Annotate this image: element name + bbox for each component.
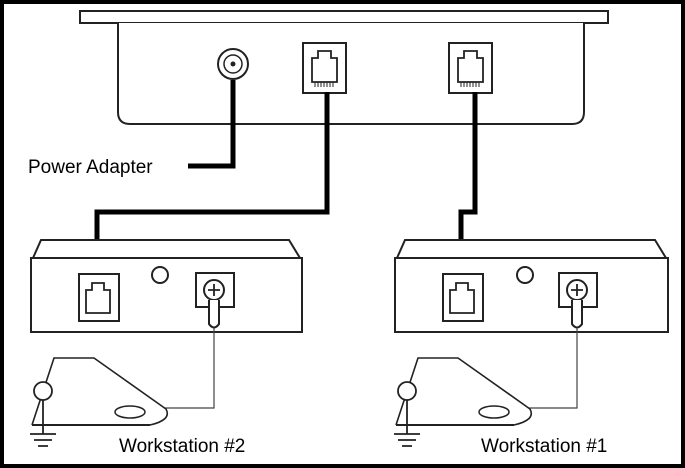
- workstation-2-ground-terminal: [195, 272, 235, 329]
- hub-port-right: [448, 42, 493, 94]
- hub-port-left: [302, 42, 347, 94]
- workstation-1-mat: [395, 357, 533, 426]
- workstation-1-ground-terminal: [558, 272, 598, 329]
- hub-body: [117, 23, 585, 125]
- workstation-2-port: [78, 273, 120, 322]
- workstation-2-ground-symbol: [30, 381, 56, 447]
- workstation-1-module: [394, 239, 669, 333]
- power-jack: [217, 48, 249, 80]
- power-cable: [188, 80, 236, 169]
- workstation-2-ground-wire: [150, 328, 215, 409]
- workstation-2-indicator: [151, 266, 169, 284]
- workstation-1-label: Workstation #1: [481, 436, 607, 457]
- workstation-1-ground-wire: [514, 328, 578, 409]
- hub-mounting-flange: [79, 10, 609, 24]
- power-adapter-label: Power Adapter: [28, 157, 153, 178]
- workstation-1-ground-symbol: [394, 381, 420, 447]
- workstation-2-mat: [31, 357, 169, 426]
- workstation-1-indicator: [516, 266, 534, 284]
- workstation-2-label: Workstation #2: [119, 436, 245, 457]
- workstation-1-port: [442, 273, 484, 322]
- hub-unit: [79, 10, 609, 125]
- workstation-2-module: [30, 239, 303, 333]
